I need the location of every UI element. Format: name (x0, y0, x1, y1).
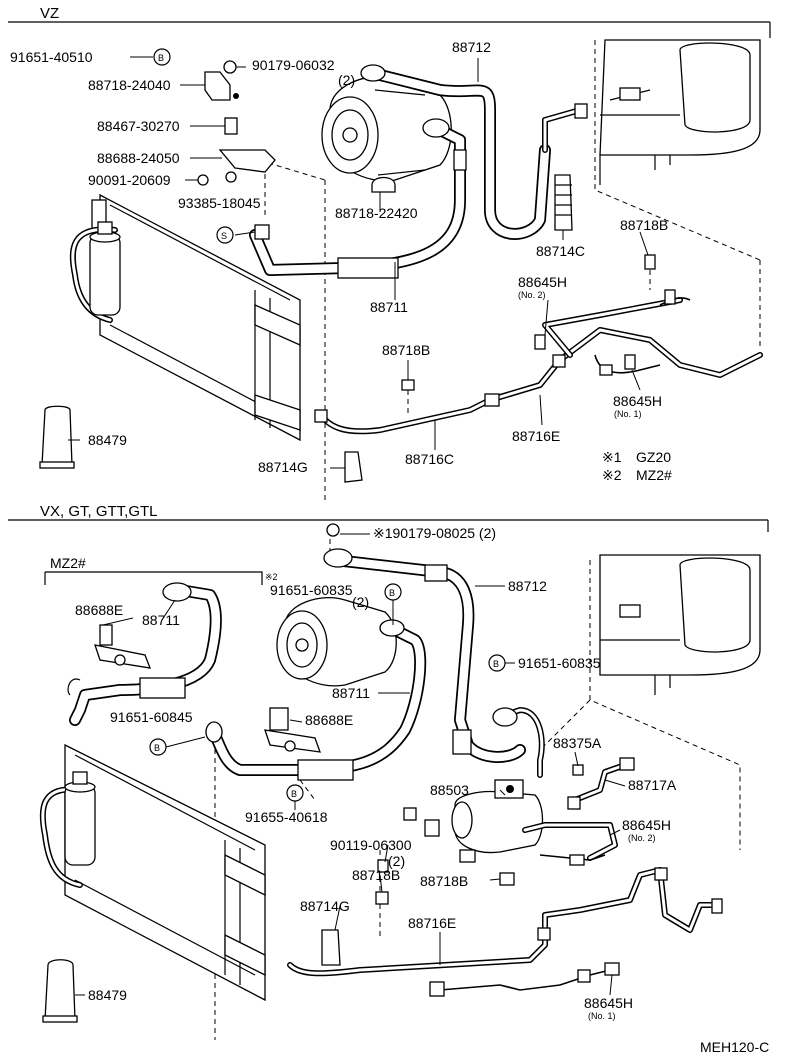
bracket-88688E-2 (269, 707, 289, 731)
svg-text:(No. 1): (No. 1) (588, 1011, 616, 1021)
evaporator-unit (599, 39, 761, 185)
label-88712-2: 88712 (508, 578, 547, 594)
label-88503: 88503 (430, 782, 469, 798)
label-88718-22420: 88718-22420 (335, 205, 418, 221)
section-vx-gt: VX, GT, GTT,GTL MZ2# ※2 (8, 503, 769, 1055)
section-title-vz: VZ (40, 5, 59, 22)
label-88688-24050: 88688-24050 (97, 150, 180, 166)
label-88688E-2: 88688E (305, 712, 353, 728)
label-88479-2: 88479 (88, 987, 127, 1003)
svg-text:B: B (154, 743, 160, 753)
svg-text:(2): (2) (338, 72, 355, 88)
svg-text:(No. 2): (No. 2) (628, 833, 656, 843)
label-90179-06032: 90179-06032 (252, 57, 335, 73)
compressor (321, 76, 452, 182)
cap-part (41, 405, 73, 466)
svg-text:(No. 2): (No. 2) (518, 290, 546, 300)
label-91651-60835: 91651-60835 (270, 582, 353, 598)
condenser-2 (39, 743, 266, 1002)
label-90119-06300: 90119-06300 (330, 837, 412, 853)
label-88716E-2: 88716E (408, 915, 456, 931)
label-88712: 88712 (452, 39, 491, 55)
compressor-2 (276, 596, 397, 687)
note-2-text: MZ2# (636, 467, 672, 483)
nut-part-2 (326, 523, 340, 537)
svg-text:S: S (221, 231, 227, 241)
label-88645H-no2: 88645H (518, 274, 567, 290)
label-88718B-2: 88718B (382, 342, 430, 358)
svg-text:(2): (2) (388, 853, 405, 869)
note-2-mark: ※2 (602, 467, 622, 483)
svg-text:※2: ※2 (265, 572, 278, 582)
label-88467-30270: 88467-30270 (97, 118, 180, 134)
label-88718-24040: 88718-24040 (88, 77, 171, 93)
svg-text:B: B (493, 659, 499, 669)
label-90091-20609: 90091-20609 (88, 172, 171, 188)
label-88714C: 88714C (536, 243, 585, 259)
label-88714G-2: 88714G (300, 898, 350, 914)
mz2-inset: MZ2# ※2 (44, 555, 278, 726)
valve-part (224, 117, 238, 135)
label-91651-60845: 91651-60845 (110, 709, 193, 725)
bracket-part (204, 71, 231, 101)
label-88375A: 88375A (553, 735, 602, 751)
label-88718B-4: 88718B (420, 873, 468, 889)
bracket-88688E (99, 624, 113, 646)
evaporator-unit-2 (599, 554, 761, 695)
svg-text:(No. 1): (No. 1) (614, 409, 642, 419)
label-91651-40510: 91651-40510 (10, 49, 93, 65)
label-93385-18045: 93385-18045 (178, 195, 261, 211)
label-88717A: 88717A (628, 777, 677, 793)
clamp-part (344, 451, 363, 483)
note-1-mark: ※1 (602, 449, 622, 465)
label-88645H-no1: 88645H (613, 393, 662, 409)
label-91651-60835-2: 91651-60835 (518, 655, 601, 671)
nut-part (223, 60, 237, 74)
label-88718B-3: 88718B (352, 867, 400, 883)
cap-part-2 (44, 959, 76, 1021)
hose-insulator (554, 174, 573, 231)
label-190179-08025: ※190179-08025 (2) (373, 525, 496, 541)
inset-title-mz2: MZ2# (50, 555, 86, 571)
label-88711-2: 88711 (332, 685, 370, 701)
label-88688E-inset: 88688E (75, 602, 123, 618)
clamp-part-2 (321, 929, 341, 966)
label-91655-40618: 91655-40618 (245, 809, 328, 825)
label-88711: 88711 (370, 299, 408, 315)
receiver-drier-2 (64, 771, 96, 866)
label-88714G: 88714G (258, 459, 308, 475)
svg-text:(2): (2) (352, 594, 369, 610)
label-88479: 88479 (88, 432, 127, 448)
label-88718B: 88718B (620, 217, 668, 233)
label-88645H-no2-2: 88645H (622, 817, 671, 833)
receiver-drier (89, 221, 121, 316)
svg-text:B: B (158, 53, 164, 63)
svg-text:B: B (291, 789, 297, 799)
section-vz: VZ (8, 5, 771, 500)
badge-s (216, 226, 234, 244)
bracket-part-2 (218, 149, 276, 173)
diagram-code: MEH120-C (700, 1039, 769, 1055)
section-title-vx: VX, GT, GTT,GTL (40, 503, 158, 520)
label-88711-inset: 88711 (142, 612, 180, 628)
label-88645H-no1-2: 88645H (584, 995, 633, 1011)
badge-b (153, 48, 171, 66)
svg-text:B: B (389, 588, 395, 598)
label-88716C: 88716C (405, 451, 454, 467)
note-1-text: GZ20 (636, 449, 671, 465)
label-88716E: 88716E (512, 428, 560, 444)
